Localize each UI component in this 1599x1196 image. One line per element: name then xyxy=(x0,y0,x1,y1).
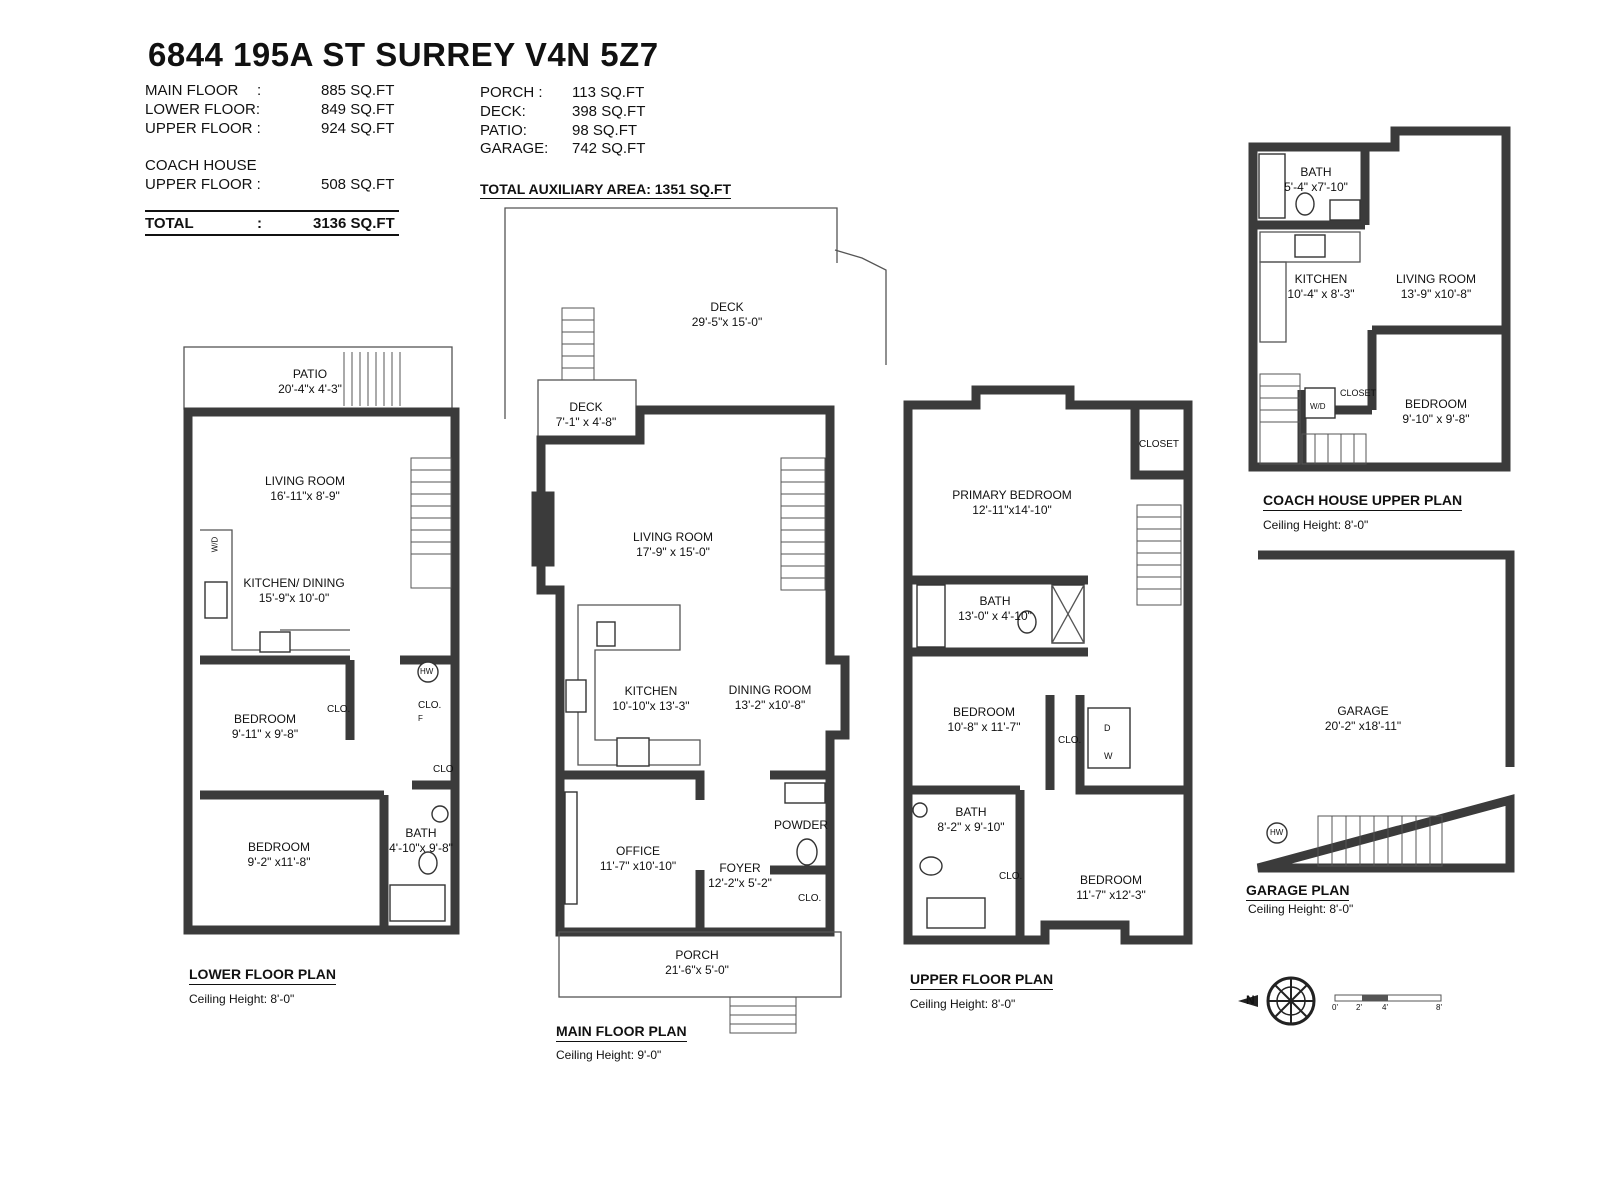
closet-label: CLO. xyxy=(327,704,351,715)
closet-label: CLO. xyxy=(798,893,822,904)
area-row: PORCH : 113 SQ.FT xyxy=(480,84,645,101)
area-row: GARAGE: 742 SQ.FT xyxy=(480,140,646,157)
room-label: BEDROOM 10'-8" x 11'-7" xyxy=(947,705,1021,734)
closet-label: CLO. xyxy=(418,700,442,711)
upper-floor-drawing xyxy=(903,385,1193,945)
dryer-label: D xyxy=(1104,723,1111,733)
area-row: UPPER FLOOR : 508 SQ.FT xyxy=(145,176,395,193)
area-row: LOWER FLOOR: 849 SQ.FT xyxy=(145,101,395,118)
closet-label: CLOSET xyxy=(1340,388,1377,398)
room-label: POWDER xyxy=(774,818,828,832)
lower-floor-drawing xyxy=(183,346,460,935)
closet-label: CLO. xyxy=(1058,735,1082,746)
room-label: LIVING ROOM 16'-11"x 8'-9" xyxy=(264,474,346,503)
hot-water-label: HW xyxy=(1270,828,1284,837)
room-label: PRIMARY BEDROOM 12'-11"x14'-10" xyxy=(952,488,1072,517)
room-label: PORCH 21'-6"x 5'-0" xyxy=(665,948,729,977)
area-row: PATIO: 98 SQ.FT xyxy=(480,122,638,139)
room-label: GARAGE 20'-2" x18'-11" xyxy=(1324,704,1402,733)
room-label: BATH 8'-2" x 9'-10" xyxy=(937,805,1005,834)
area-row: MAIN FLOOR : 885 SQ.FT xyxy=(145,82,395,99)
coach-house-drawing xyxy=(1248,126,1511,472)
room-label: DECK 29'-5"x 15'-0" xyxy=(691,300,763,329)
room-label: BEDROOM 9'-11" x 9'-8" xyxy=(231,712,299,741)
room-label: PATIO 20'-4"x 4'-3" xyxy=(278,367,342,396)
main-floor-ceiling: Ceiling Height: 9'-0" xyxy=(556,1048,662,1062)
room-label: DINING ROOM 13'-2" x10'-8" xyxy=(728,683,812,712)
main-floor-plan-title: MAIN FLOOR PLAN xyxy=(556,1023,687,1042)
washer-label: W xyxy=(1104,751,1113,761)
furnace-label: F xyxy=(418,714,423,723)
room-label: LIVING ROOM 17'-9" x 15'-0" xyxy=(632,530,714,559)
upper-floor-plan-title: UPPER FLOOR PLAN xyxy=(910,971,1054,990)
room-label: FOYER 12'-2"x 5'-2" xyxy=(708,861,772,890)
divider xyxy=(145,234,399,236)
area-row: UPPER FLOOR : 924 SQ.FT xyxy=(145,120,395,137)
room-label: DECK 7'-1" x 4'-8" xyxy=(555,400,617,429)
room-label: BEDROOM 9'-10" x 9'-8" xyxy=(1402,397,1470,426)
garage-plan-title: GARAGE PLAN xyxy=(1246,882,1350,901)
divider xyxy=(145,210,399,212)
hot-water-label: HW xyxy=(420,667,434,676)
room-label: OFFICE 11'-7" x10'-10" xyxy=(599,844,677,873)
room-label: KITCHEN/ DINING 15'-9"x 10'-0" xyxy=(243,576,345,605)
room-label: BATH 5'-4" x7'-10" xyxy=(1284,165,1348,194)
page-title: 6844 195A ST SURREY V4N 5Z7 xyxy=(148,36,659,73)
garage-drawing xyxy=(1256,550,1515,873)
north-arrow-icon: N xyxy=(1246,993,1255,1007)
compass-drawing xyxy=(1238,976,1316,1026)
total-row: TOTAL : 3136 SQ.FT xyxy=(145,215,395,232)
room-label: BEDROOM 9'-2" x11'-8" xyxy=(247,840,311,869)
room-label: BEDROOM 11'-7" x12'-3" xyxy=(1076,873,1146,902)
area-row: DECK: 398 SQ.FT xyxy=(480,103,646,120)
room-label: LIVING ROOM 13'-9" x10'-8" xyxy=(1395,272,1477,301)
scale-bar-drawing xyxy=(1334,994,1442,1002)
room-label: BATH 4'-10"x 9'-8" xyxy=(389,826,453,855)
closet-label: CLO. xyxy=(999,871,1023,882)
total-auxiliary-area: TOTAL AUXILIARY AREA: 1351 SQ.FT xyxy=(480,181,732,199)
upper-floor-ceiling: Ceiling Height: 8'-0" xyxy=(910,997,1016,1011)
closet-label: CLO xyxy=(433,764,454,775)
garage-ceiling: Ceiling Height: 8'-0" xyxy=(1248,902,1354,916)
coach-house-ceiling: Ceiling Height: 8'-0" xyxy=(1263,518,1369,532)
coach-house-heading: COACH HOUSE xyxy=(145,157,257,174)
main-floor-drawing xyxy=(504,207,887,1034)
closet-label: CLOSET xyxy=(1139,439,1180,450)
room-label: BATH 13'-0" x 4'-10" xyxy=(958,594,1032,623)
washer-dryer-label: W/D xyxy=(210,536,220,553)
room-label: KITCHEN 10'-10"x 13'-3" xyxy=(612,684,690,713)
coach-house-plan-title: COACH HOUSE UPPER PLAN xyxy=(1263,492,1463,511)
room-label: KITCHEN 10'-4" x 8'-3" xyxy=(1287,272,1355,301)
lower-floor-ceiling: Ceiling Height: 8'-0" xyxy=(189,992,295,1006)
lower-floor-plan-title: LOWER FLOOR PLAN xyxy=(189,966,336,985)
washer-dryer-label: W/D xyxy=(1310,402,1326,411)
